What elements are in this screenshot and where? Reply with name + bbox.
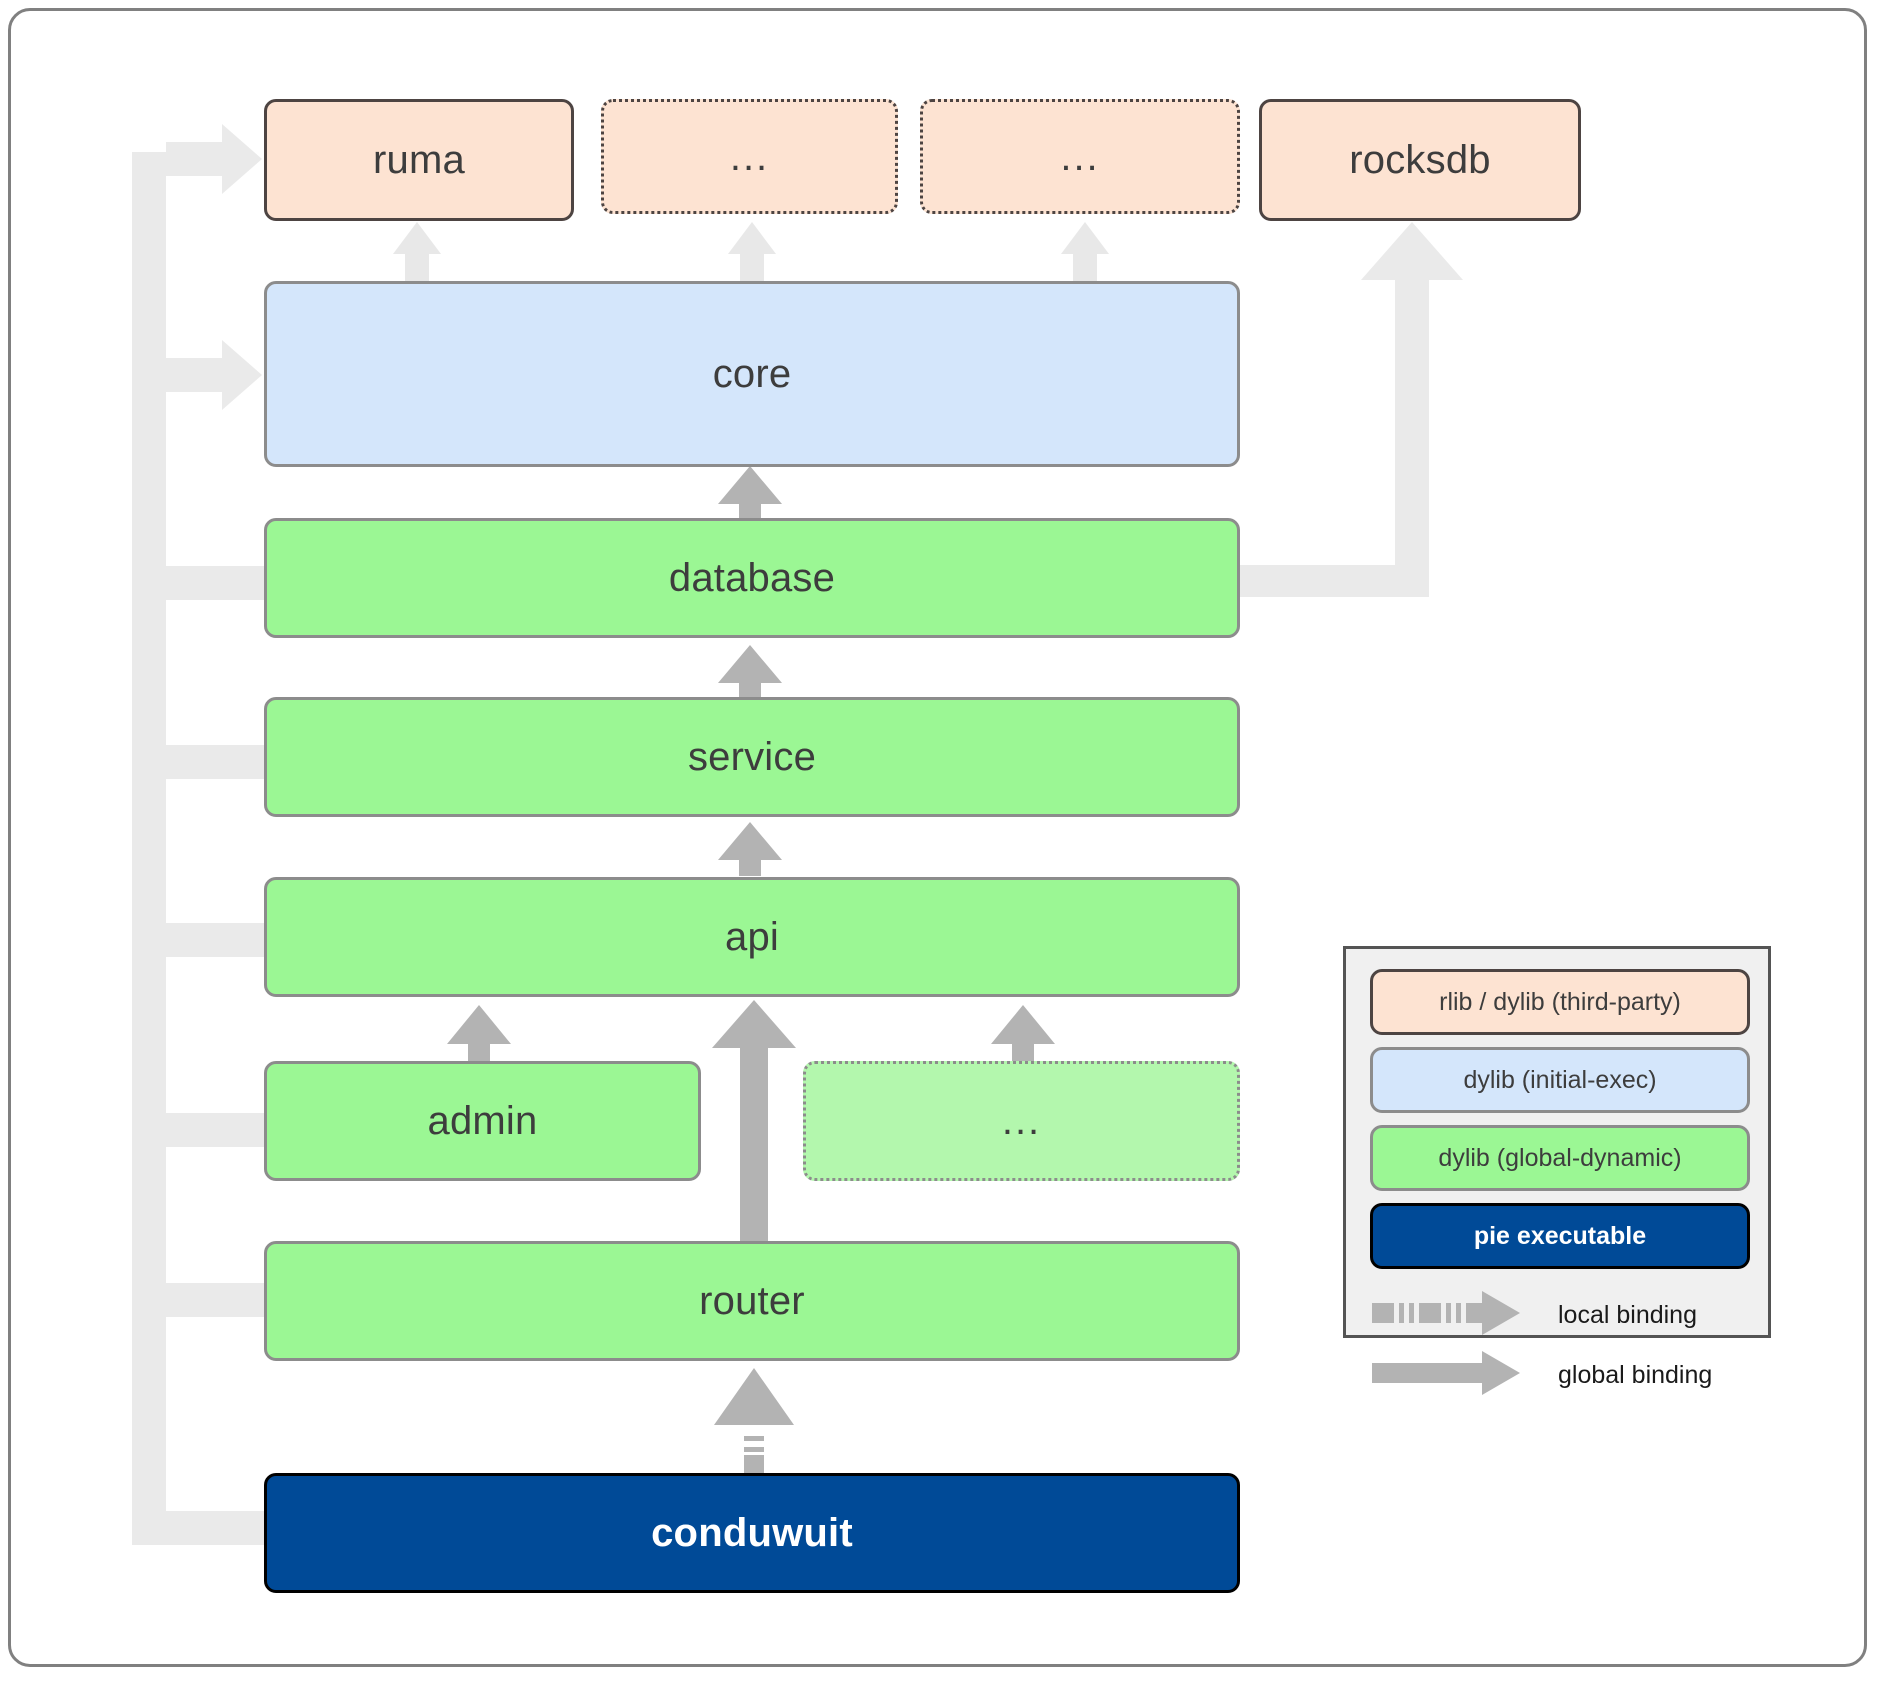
node-router[interactable]: router <box>264 1241 1240 1361</box>
node-label-conduwuit: conduwuit <box>651 1510 853 1555</box>
conduwuit-global-binding-bus <box>132 124 266 1545</box>
node-rocksdb[interactable]: rocksdb <box>1259 99 1581 221</box>
node-label-api: api <box>725 914 779 959</box>
legend-swatch-dylib-initial-exec: dylib (initial-exec) <box>1370 1047 1750 1113</box>
node-service[interactable]: service <box>264 697 1240 817</box>
node-ruma[interactable]: ruma <box>264 99 574 221</box>
node-global-dynamic-placeholder[interactable]: ... <box>803 1061 1240 1181</box>
legend-swatch-dylib-global-dynamic: dylib (global-dynamic) <box>1370 1125 1750 1191</box>
node-api[interactable]: api <box>264 877 1240 997</box>
legend-swatch-rlib-dylib-third-party: rlib / dylib (third-party) <box>1370 969 1750 1035</box>
node-label-router: router <box>699 1278 805 1323</box>
node-label-third-party-placeholder-2: ... <box>1060 134 1100 179</box>
local-binding-arrow-icon <box>1370 1289 1522 1341</box>
internal-global-binding-arrows <box>447 466 1055 1245</box>
legend-panel: rlib / dylib (third-party) dylib (initia… <box>1343 946 1771 1395</box>
legend-swatch-pie-executable: pie executable <box>1370 1203 1750 1269</box>
node-third-party-placeholder-1[interactable]: ... <box>601 99 898 214</box>
node-label-database: database <box>668 555 836 600</box>
node-label-service: service <box>687 734 817 779</box>
node-label-admin: admin <box>427 1098 538 1143</box>
legend-label-pie-executable: pie executable <box>1473 1221 1647 1250</box>
node-label-global-dynamic-placeholder: ... <box>1001 1099 1042 1143</box>
node-conduwuit[interactable]: conduwuit <box>264 1473 1240 1593</box>
legend-row-local-binding: local binding <box>1370 1289 1760 1341</box>
legend-label-dylib-initial-exec: dylib (initial-exec) <box>1463 1065 1657 1094</box>
node-label-third-party-placeholder-1: ... <box>729 134 770 179</box>
edge-core-to-third-party <box>393 222 1109 284</box>
legend-row-global-binding: global binding <box>1370 1349 1760 1401</box>
global-binding-arrow-icon <box>1370 1349 1522 1401</box>
node-third-party-placeholder-2[interactable]: ... <box>920 99 1240 214</box>
node-core[interactable]: core <box>264 281 1240 467</box>
legend-label-rlib-dylib-third-party: rlib / dylib (third-party) <box>1439 987 1681 1016</box>
node-database[interactable]: database <box>264 518 1240 638</box>
legend-label-local-binding: local binding <box>1558 1300 1697 1329</box>
node-label-rocksdb: rocksdb <box>1349 137 1491 182</box>
node-admin[interactable]: admin <box>264 1061 701 1181</box>
legend-label-global-binding: global binding <box>1558 1360 1713 1389</box>
node-label-ruma: ruma <box>373 137 465 182</box>
node-label-core: core <box>712 351 792 396</box>
legend-label-dylib-global-dynamic: dylib (global-dynamic) <box>1438 1143 1682 1172</box>
edge-database-rocksdb <box>1240 222 1463 597</box>
edge-conduwuit-router-local <box>714 1368 794 1477</box>
